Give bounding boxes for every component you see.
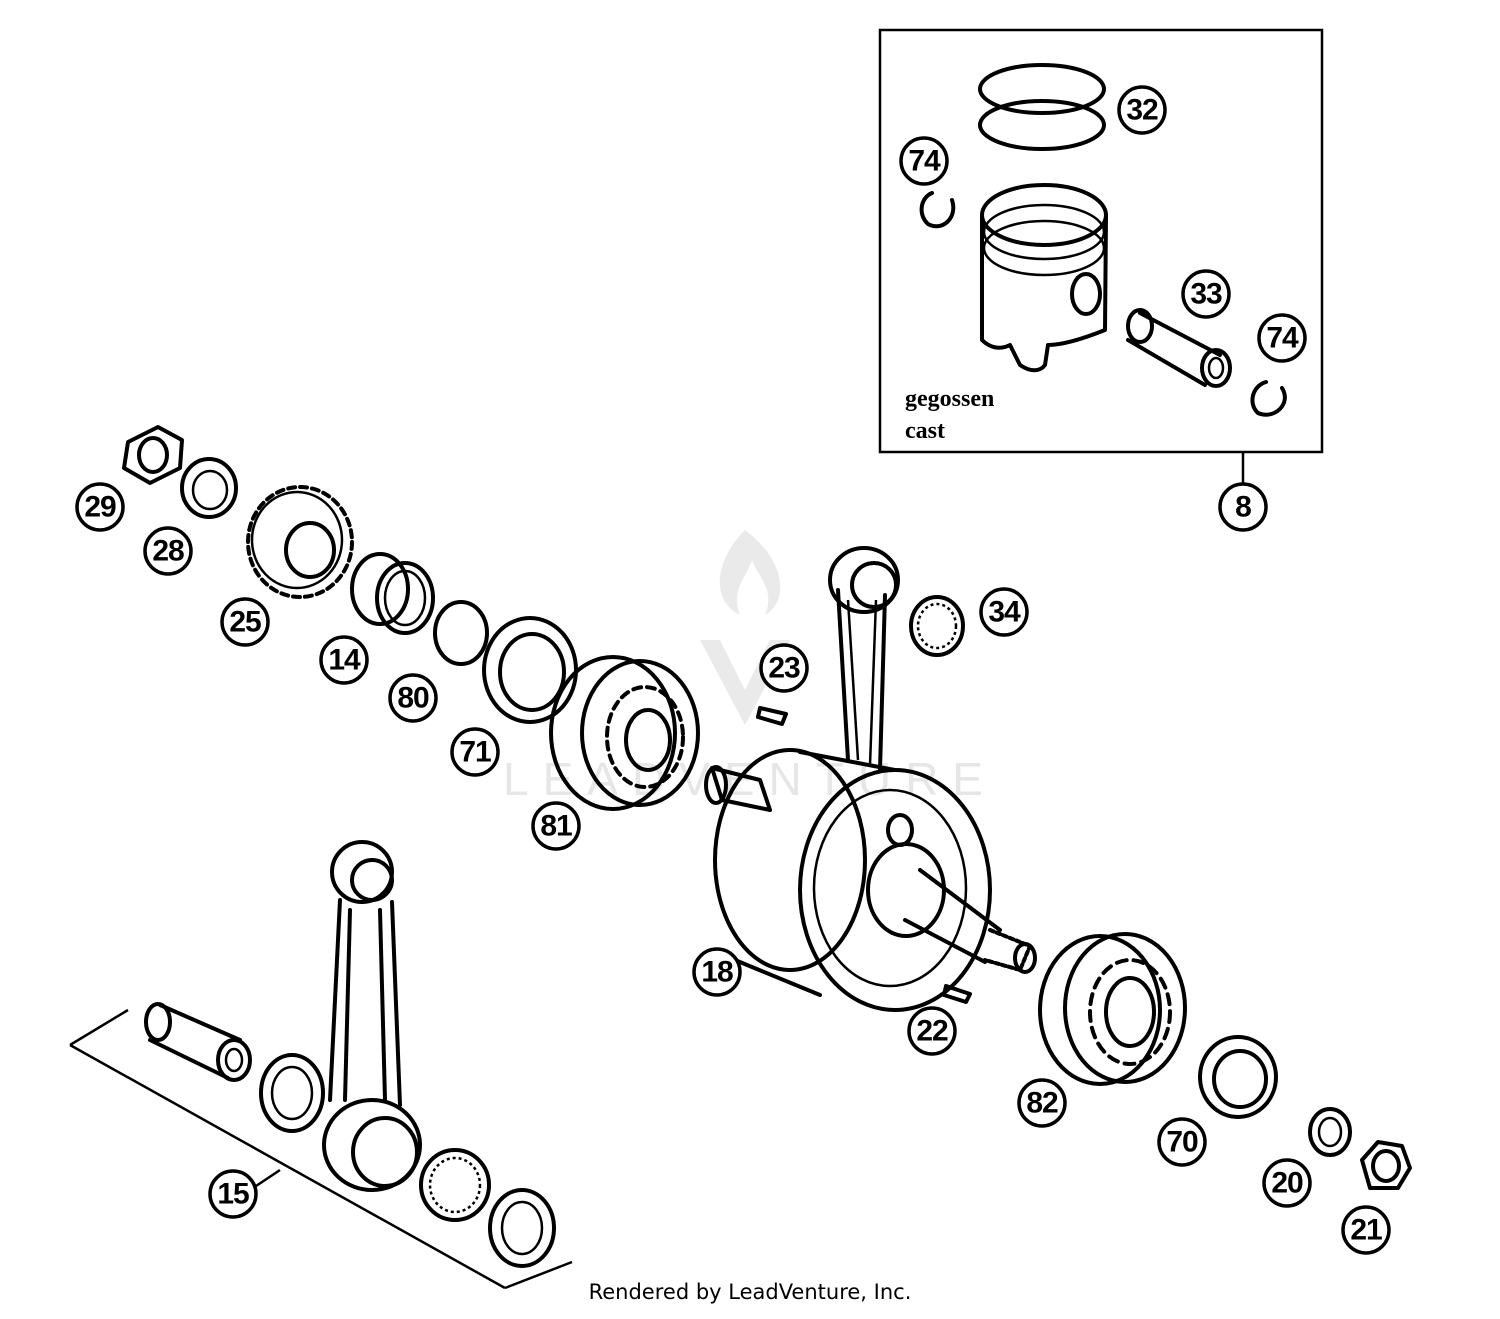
main-bearing-right	[1038, 932, 1187, 1086]
callout-32[interactable]: 32	[1117, 85, 1167, 135]
svg-text:14: 14	[328, 644, 361, 677]
svg-text:22: 22	[916, 1015, 948, 1048]
callout-71[interactable]: 71	[450, 727, 500, 777]
inset-label-english: cast	[905, 418, 945, 444]
woodruff-key-upper	[756, 706, 788, 726]
flange-nut-right	[1360, 1140, 1412, 1190]
callout-22[interactable]: 22	[907, 1006, 957, 1056]
callout-25[interactable]: 25	[220, 597, 270, 647]
piston-kit-inset: gegossen cast	[878, 28, 1324, 483]
callout-28[interactable]: 28	[143, 526, 193, 576]
leadventure-watermark-logo	[700, 530, 790, 725]
svg-text:8: 8	[1235, 491, 1251, 524]
lock-washer	[180, 457, 238, 519]
svg-text:32: 32	[1126, 94, 1158, 127]
svg-text:82: 82	[1026, 1087, 1058, 1120]
svg-text:20: 20	[1271, 1167, 1303, 1200]
piston	[980, 183, 1108, 373]
callout-21[interactable]: 21	[1341, 1205, 1391, 1255]
svg-text:80: 80	[397, 682, 429, 715]
main-bearing-left	[549, 655, 700, 811]
callout-74-lower[interactable]: 74	[1257, 313, 1307, 363]
svg-text:18: 18	[701, 956, 733, 989]
render-credit: Rendered by LeadVenture, Inc.	[588, 1280, 912, 1304]
svg-text:81: 81	[540, 810, 572, 843]
shaft-seal-left	[482, 616, 578, 724]
watermark-text: LEADVENTURE	[503, 753, 997, 805]
spacer-bushing	[350, 552, 435, 635]
svg-text:71: 71	[459, 736, 491, 769]
callout-23[interactable]: 23	[759, 643, 809, 693]
svg-text:25: 25	[229, 606, 261, 639]
svg-text:28: 28	[152, 535, 184, 568]
svg-text:74: 74	[1266, 322, 1299, 355]
callout-70[interactable]: 70	[1157, 1117, 1207, 1167]
crankshaft-assembly	[704, 546, 1037, 1012]
svg-text:33: 33	[1190, 278, 1222, 311]
callout-81[interactable]: 81	[531, 801, 581, 851]
circlip-right	[1250, 380, 1287, 417]
svg-text:29: 29	[84, 491, 116, 524]
callout-33[interactable]: 33	[1181, 269, 1231, 319]
svg-text:15: 15	[217, 1178, 249, 1211]
svg-text:21: 21	[1350, 1214, 1382, 1247]
svg-text:70: 70	[1166, 1126, 1198, 1159]
washer-right	[1308, 1107, 1352, 1157]
woodruff-key-lower	[942, 984, 972, 1004]
piston-pin	[1126, 308, 1232, 388]
connecting-rod-kit	[69, 840, 573, 1290]
piston-rings	[978, 63, 1106, 151]
inset-label-german: gegossen	[905, 386, 994, 412]
needle-bearing-upper	[909, 595, 965, 657]
callout-18[interactable]: 18	[692, 947, 742, 997]
callout-74-upper[interactable]: 74	[899, 136, 949, 186]
primary-gear	[246, 485, 354, 599]
svg-text:23: 23	[768, 652, 800, 685]
callout-14[interactable]: 14	[319, 635, 369, 685]
inset-frame	[878, 28, 1324, 454]
callout-15[interactable]: 15	[208, 1169, 258, 1219]
callout-80[interactable]: 80	[388, 673, 438, 723]
callout-82[interactable]: 82	[1017, 1078, 1067, 1128]
shaft-seal-right	[1198, 1035, 1278, 1119]
callout-20[interactable]: 20	[1262, 1158, 1312, 1208]
callout-29[interactable]: 29	[75, 482, 125, 532]
hex-nut	[122, 425, 184, 485]
svg-text:34: 34	[988, 596, 1021, 629]
svg-text:74: 74	[908, 145, 941, 178]
callout-8[interactable]: 8	[1218, 482, 1268, 532]
o-ring	[433, 600, 489, 666]
callout-34[interactable]: 34	[979, 587, 1029, 637]
circlip-left	[919, 191, 956, 229]
